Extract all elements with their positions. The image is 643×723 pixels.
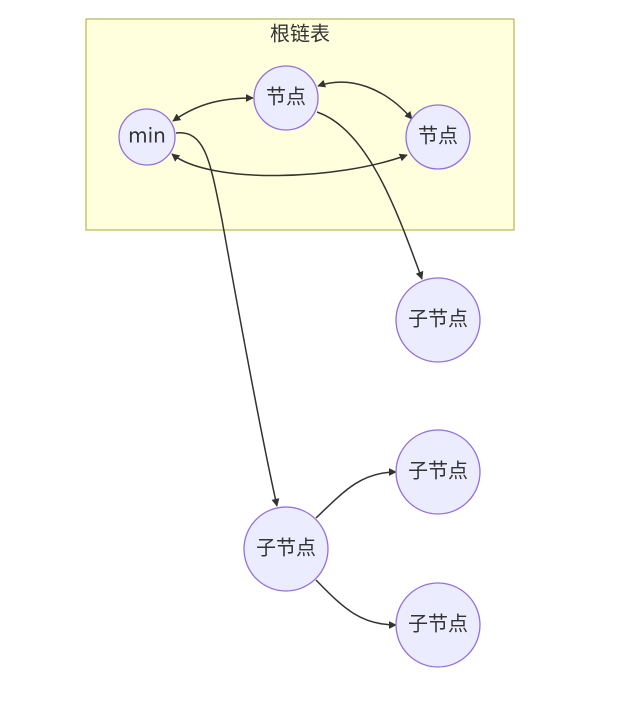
edge-root-top-root-right <box>317 79 413 120</box>
node-root-top: 节点 <box>253 65 319 131</box>
node-root-right: 节点 <box>405 104 471 170</box>
node-min: min <box>118 108 176 166</box>
root-list-title: 根链表 <box>270 22 330 46</box>
nodes: min 节点 节点 子节点 子节点 子节点 子节点 <box>118 65 481 668</box>
edge-min-child-b <box>175 132 280 507</box>
node-grandchild-1-label: 子节点 <box>408 459 468 483</box>
edge-min-root-right <box>171 153 408 177</box>
node-child-b-label: 子节点 <box>256 536 316 560</box>
node-grandchild-2: 子节点 <box>395 582 481 668</box>
edge-root-top-child-a <box>316 111 424 280</box>
edges <box>171 79 424 629</box>
node-child-a: 子节点 <box>395 277 481 363</box>
node-child-a-label: 子节点 <box>408 307 468 331</box>
node-min-label: min <box>128 124 166 148</box>
node-child-b: 子节点 <box>243 506 329 592</box>
node-root-top-label: 节点 <box>266 85 306 109</box>
edge-min-root-top <box>172 94 254 122</box>
node-root-right-label: 节点 <box>418 124 458 148</box>
node-grandchild-2-label: 子节点 <box>408 612 468 636</box>
edge-child-b-grandchild-2 <box>315 579 397 629</box>
edge-child-b-grandchild-1 <box>315 468 397 519</box>
node-grandchild-1: 子节点 <box>395 429 481 515</box>
